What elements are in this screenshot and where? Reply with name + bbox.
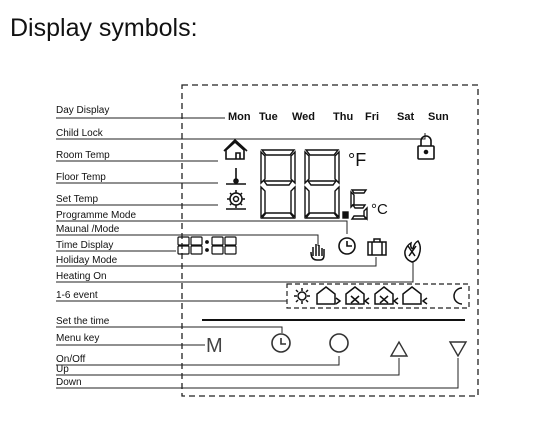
sun-icon — [294, 288, 310, 304]
thermometer-icon — [226, 168, 246, 185]
event-strip-outline — [286, 283, 470, 309]
padlock-icon — [417, 135, 435, 160]
label-time-display: Time Display — [56, 240, 114, 251]
label-programme-mode: Programme Mode — [56, 210, 137, 221]
leader-manual-mode — [56, 234, 319, 246]
label-day-display: Day Display — [56, 105, 110, 116]
unit-c: °C — [371, 201, 388, 218]
home-icon — [316, 286, 342, 305]
day-mon: Mon — [228, 111, 251, 123]
house-icon — [223, 138, 248, 160]
label-menu-key: Menu key — [56, 333, 100, 344]
label-set-time: Set the time — [56, 316, 110, 327]
event-icons — [294, 286, 463, 305]
on-off-button — [329, 333, 349, 353]
temperature-digits — [260, 149, 368, 221]
hand-icon — [310, 244, 325, 261]
label-child-lock: Child Lock — [56, 128, 103, 139]
leader-child-lock — [56, 133, 426, 140]
home-icon — [402, 286, 428, 305]
leader-lines — [56, 117, 459, 389]
day-tue: Tue — [259, 111, 278, 123]
leader-holiday-mode — [56, 257, 377, 267]
unit-f: °F — [348, 150, 366, 170]
leader-on-off — [56, 356, 340, 366]
gear-thermometer-icon — [226, 190, 246, 210]
moon-icon — [453, 287, 463, 305]
day-sun: Sun — [428, 111, 449, 123]
label-set-temp: Set Temp — [56, 194, 99, 205]
leader-up — [56, 358, 400, 376]
label-on-off: On/Off — [56, 354, 86, 365]
label-floor-temp: Floor Temp — [56, 172, 106, 183]
away-icon — [345, 286, 370, 305]
time-digits — [177, 236, 237, 255]
day-wed: Wed — [292, 111, 316, 123]
leader-heating-on — [56, 262, 414, 283]
device-outline — [181, 84, 479, 397]
label-holiday-mode: Holiday Mode — [56, 255, 118, 266]
leader-set-time — [56, 326, 283, 333]
page-title: Display symbols: — [10, 14, 198, 42]
label-down: Down — [56, 377, 82, 388]
label-event: 1-6 event — [56, 290, 98, 301]
day-thu: Thu — [333, 111, 354, 123]
suitcase-icon — [367, 238, 387, 256]
label-room-temp: Room Temp — [56, 150, 110, 161]
day-fri: Fri — [365, 111, 380, 123]
flame-icon — [404, 240, 422, 263]
label-heating-on: Heating On — [56, 271, 107, 282]
leader-down — [56, 358, 459, 389]
down-triangle-icon — [448, 341, 468, 358]
leader-programme-mode — [56, 220, 348, 234]
menu-key: M — [206, 335, 223, 357]
clock-icon — [338, 237, 356, 255]
label-manual-mode: Maunal /Mode — [56, 224, 120, 235]
up-triangle-icon — [389, 340, 409, 357]
day-sat: Sat — [397, 111, 415, 123]
label-up: Up — [56, 364, 69, 375]
away-icon — [374, 286, 399, 305]
set-time-clock-icon — [271, 333, 291, 353]
